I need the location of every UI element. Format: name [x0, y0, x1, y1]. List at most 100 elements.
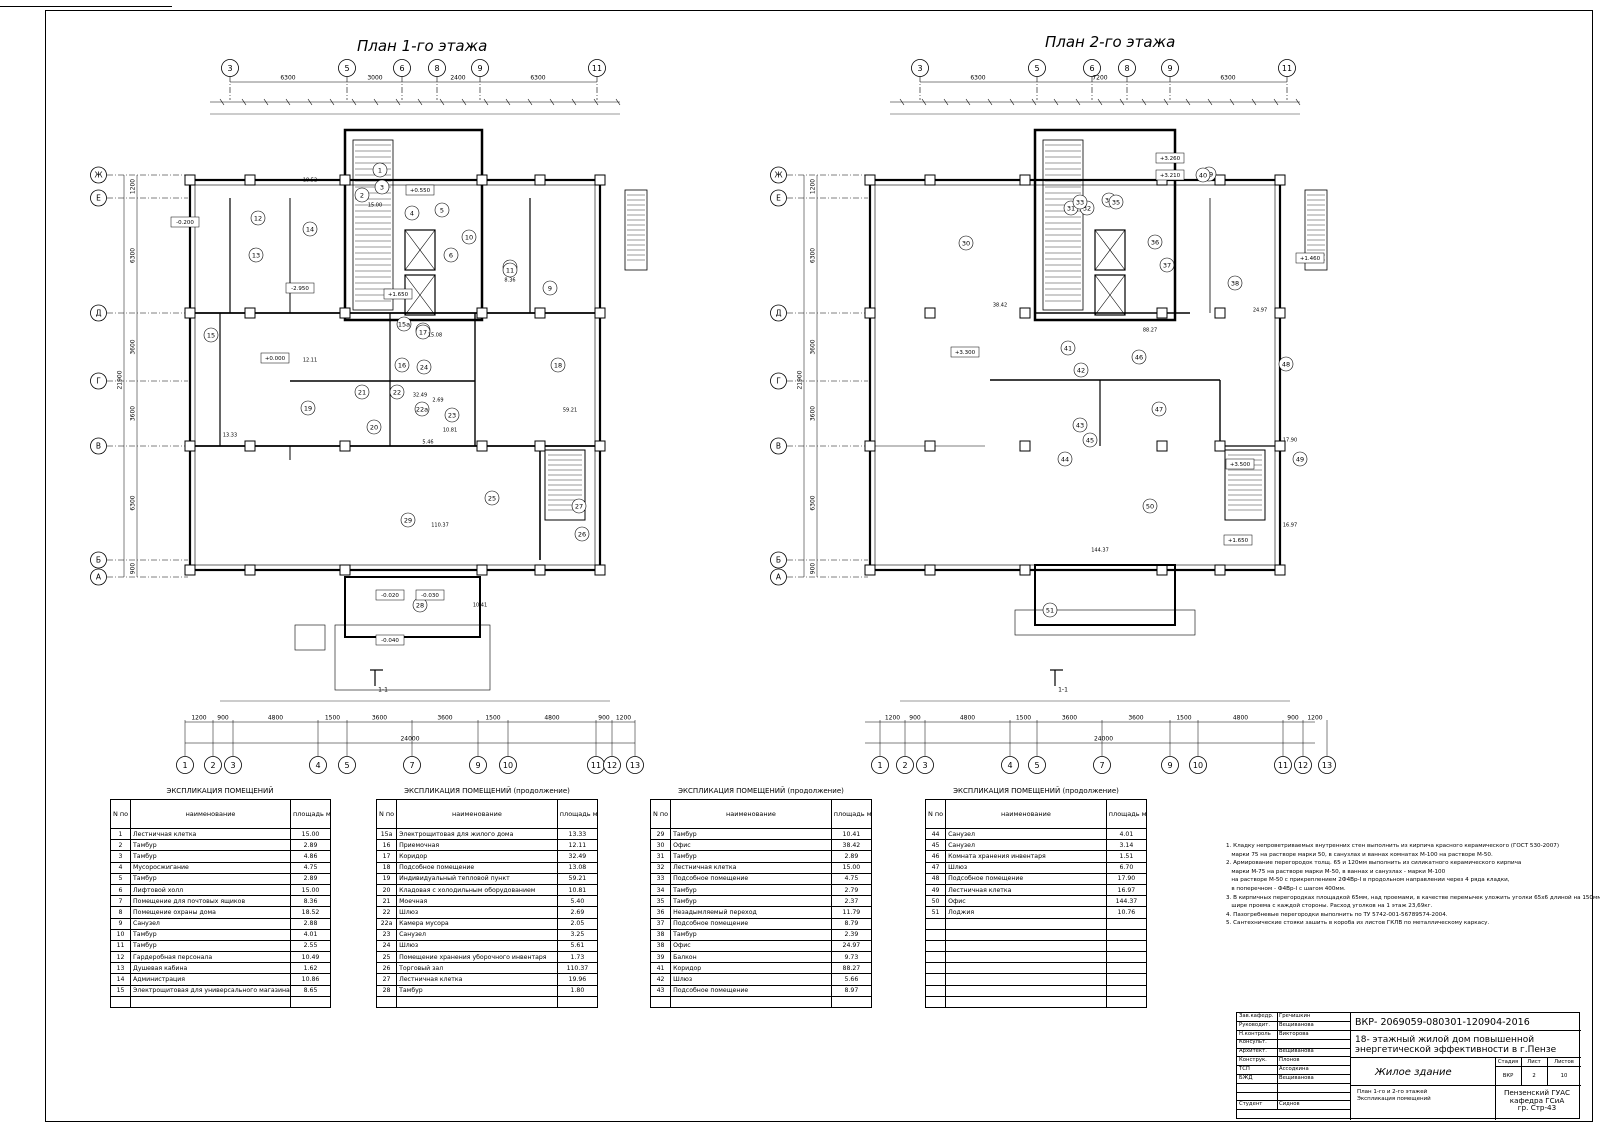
axis-bubble: [90, 166, 107, 184]
room-area: [1105, 962, 1148, 975]
room-area: 10.49: [290, 951, 331, 964]
explication-table: N по планунаименованиеплощадь м229Тамбур…: [649, 799, 873, 1009]
exterior-stair: [1304, 189, 1328, 271]
level-mark: +3.500: [1230, 462, 1251, 468]
room-number: 25: [488, 495, 496, 503]
level-mark: +0.550: [410, 188, 431, 194]
column: [534, 564, 546, 576]
axis-label: 12: [1298, 761, 1308, 770]
room-number: 34: [649, 883, 672, 897]
room-number-bubble: [1057, 451, 1073, 467]
room-number-bubble: [1195, 167, 1211, 183]
note-line: 4. Пазогребневые перегородки выполнить п…: [1226, 911, 1448, 918]
level-mark: -0.040: [381, 638, 399, 644]
room-number: 28: [375, 984, 398, 997]
dimension-tick: [373, 98, 379, 106]
room-area: 59.21: [556, 872, 599, 885]
room-area-label: 18.52: [303, 178, 317, 184]
room-number: 17: [419, 329, 427, 337]
room-number: 41: [1064, 345, 1072, 353]
note-line: марки 75 на растворе марки 50, в санузла…: [1226, 851, 1493, 858]
column: [184, 440, 196, 452]
level-mark-box: [1295, 252, 1325, 264]
room-number: 11: [506, 267, 514, 275]
room-name: Подсобное помещение: [670, 872, 832, 885]
dimension-value: 4800: [268, 715, 283, 722]
dimension-value: 6300: [810, 248, 817, 263]
room-area: 2.89: [290, 839, 331, 852]
room-name: Тамбур: [670, 827, 832, 841]
room-area: [1105, 973, 1148, 986]
dimension-tick: [461, 98, 467, 106]
room-number: 4: [110, 861, 131, 874]
dimension-tick: [593, 98, 599, 106]
axis-label: В: [96, 442, 101, 451]
room-number: 24: [375, 939, 398, 953]
column: [244, 174, 256, 186]
axis-label: 11: [591, 761, 601, 770]
level-mark-box: [375, 589, 405, 601]
dimension-tick: [483, 98, 489, 106]
staircase: [544, 449, 586, 521]
dimension-value: 900: [598, 715, 610, 722]
dimension-tick: [1207, 98, 1213, 106]
axis-label: Ж: [774, 171, 782, 180]
room-number-bubble: [354, 187, 370, 203]
stage-label: Стадия: [1497, 1059, 1519, 1065]
room-area-label: 12.11: [303, 358, 317, 364]
explication-header: N по плану: [375, 799, 398, 829]
room-number-bubble: [574, 526, 590, 542]
note-line: шире проема с каждой стороны. Расход уго…: [1226, 903, 1433, 910]
dimension-tick: [1273, 98, 1279, 106]
room-number: 49: [1296, 456, 1304, 464]
room-area-label: 38.42: [993, 303, 1007, 309]
room-number: 23: [448, 412, 456, 420]
axis-label: Б: [776, 556, 781, 565]
room-area: 19.96: [556, 973, 599, 986]
dimension-value: 3600: [130, 339, 137, 354]
room-name: Лоджия: [945, 906, 1107, 919]
room-number-bubble: [354, 384, 370, 400]
room-name: Шлюз: [396, 906, 558, 919]
level-mark-box: [383, 288, 413, 300]
room-name: [945, 984, 1107, 997]
note-line: в поперечном - Ф4Вр-I с шагом 400мм.: [1226, 885, 1346, 892]
room-number: 29: [649, 827, 672, 841]
room-area: 2.69: [556, 906, 599, 919]
dimension-value: 900: [810, 563, 817, 575]
room-number: 21: [358, 389, 366, 397]
axis-label: 6: [1089, 64, 1094, 73]
room-name: Незадымляемый переход: [670, 906, 832, 919]
dimension-value: 4800: [960, 715, 975, 722]
axis-label: Е: [776, 194, 781, 203]
exterior-stair: [624, 189, 648, 271]
plan1-title: План 1-го этажа: [357, 37, 488, 55]
dimension-tick: [987, 98, 993, 106]
axis-label: А: [776, 573, 782, 582]
room-name: [945, 951, 1107, 964]
column: [244, 307, 256, 319]
room-number-bubble: [1131, 349, 1147, 365]
dimension-value: 3600: [437, 715, 452, 722]
room-number: 12: [110, 951, 131, 964]
room-number: 42: [1077, 367, 1085, 375]
room-name: Шлюз: [945, 861, 1107, 874]
section-label: 1-1: [1058, 687, 1068, 694]
column: [476, 440, 488, 452]
exterior-wall-inner: [874, 184, 1276, 566]
room-number: 2: [360, 192, 364, 200]
room-area: 2.89: [830, 850, 873, 863]
room-name: Тамбур: [670, 883, 832, 897]
room-name: Офис: [670, 839, 832, 852]
column: [244, 564, 256, 576]
room-number: 29: [404, 517, 412, 525]
